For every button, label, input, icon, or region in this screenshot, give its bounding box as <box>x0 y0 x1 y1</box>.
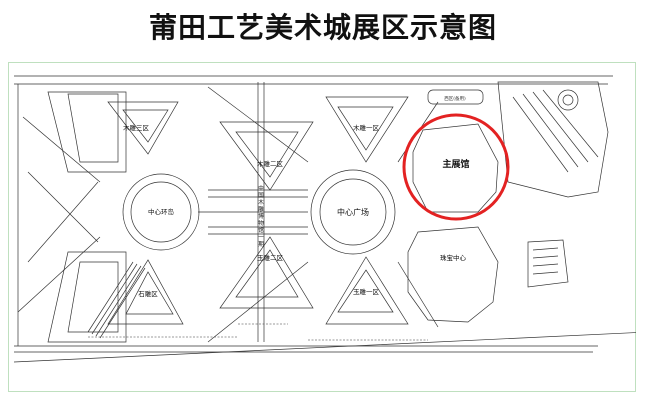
main-hall-label: 主展馆 <box>442 158 469 170</box>
west-area-label: 西区(备用) <box>444 95 466 102</box>
site-map: 木雕三区 木雕一区 木雕二区 玉雕二区 玉雕一区 石雕区 主展馆 中心广场 中心… <box>13 75 636 363</box>
zone-jade-2-label: 玉雕二区 <box>257 253 284 262</box>
central-plaza-label: 中心广场 <box>337 207 369 217</box>
map-title: 莆田工艺美术城展区示意图 <box>148 11 497 44</box>
main-hall-highlight-circle <box>402 113 510 221</box>
svg-text:木: 木 <box>258 198 264 206</box>
svg-text:期: 期 <box>258 241 264 248</box>
svg-text:博: 博 <box>258 212 264 220</box>
zone-stone-label: 石雕区 <box>138 289 158 298</box>
svg-text:国: 国 <box>258 192 264 199</box>
jewelry-center-label: 珠宝中心 <box>440 253 467 262</box>
svg-text:物: 物 <box>258 219 264 227</box>
museum-label: 中 国 木 雕 博 物 馆 一 期 <box>258 184 264 248</box>
road-network <box>13 75 636 363</box>
svg-text:一: 一 <box>258 235 264 241</box>
zone-woodcarving-3-label: 木雕三区 <box>123 123 150 132</box>
svg-text:馆: 馆 <box>258 226 264 234</box>
svg-text:中: 中 <box>258 184 264 192</box>
svg-text:雕: 雕 <box>258 205 264 213</box>
zone-jade-1-label: 玉雕一区 <box>353 287 380 296</box>
zone-woodcarving-1-label: 木雕一区 <box>353 123 380 132</box>
central-ring-label: 中心环岛 <box>148 207 174 216</box>
parking-lines <box>88 323 428 341</box>
zone-woodcarving-2-label: 木雕二区 <box>257 159 284 168</box>
